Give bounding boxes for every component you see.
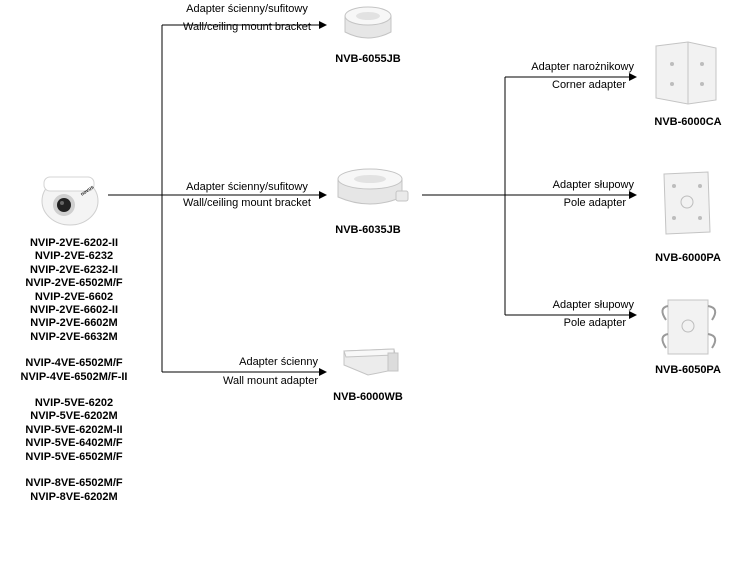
camera-model-item: NVIP-5VE-6202 xyxy=(34,397,114,410)
dome-camera-image: novus xyxy=(41,176,99,226)
camera-model-item: NVIP-4VE-6502M/F-II xyxy=(20,370,128,383)
node-wb: NVB-6000WB xyxy=(333,391,403,403)
camera-model-item: NVIP-2VE-6602 xyxy=(34,290,114,303)
camera-model-item: NVIP-2VE-6232 xyxy=(34,250,114,263)
junction-box-6055jb-image xyxy=(344,6,392,39)
camera-model-item: NVIP-2VE-6632M xyxy=(30,330,118,343)
wall-mount-6000wb-image xyxy=(343,348,399,376)
edge-label-pa50-en: Pole adapter xyxy=(563,317,626,329)
edge-label-jb55-pl: Adapter ścienny/sufitowy xyxy=(186,3,308,15)
pole-adapter-6000pa-image xyxy=(663,171,711,235)
model-group-gap xyxy=(8,464,140,477)
camera-model-item: NVIP-5VE-6202M xyxy=(30,410,118,423)
edge-label-wb-en: Wall mount adapter xyxy=(223,375,318,387)
node-jb35: NVB-6035JB xyxy=(335,224,401,236)
camera-model-item: NVIP-5VE-6402M/F xyxy=(25,437,123,450)
camera-model-item: NVIP-8VE-6502M/F xyxy=(25,477,123,490)
camera-model-item: NVIP-8VE-6202M xyxy=(30,490,118,503)
node-pa50: NVB-6050PA xyxy=(655,364,721,376)
junction-box-6035jb-image xyxy=(337,168,409,205)
edge-label-pa-pl: Adapter słupowy xyxy=(552,179,634,191)
camera-model-item: NVIP-2VE-6602M xyxy=(30,317,118,330)
edge-label-wb-pl: Adapter ścienny xyxy=(239,356,318,368)
model-group-gap xyxy=(8,384,140,397)
edge-label-pa-en: Pole adapter xyxy=(563,197,626,209)
camera-model-item: NVIP-4VE-6502M/F xyxy=(25,357,123,370)
camera-model-item: NVIP-2VE-6202-II xyxy=(29,237,119,249)
camera-model-item: NVIP-5VE-6202M-II xyxy=(25,423,123,436)
edge-label-pa50-pl: Adapter słupowy xyxy=(552,299,634,311)
pole-adapter-6050pa-image xyxy=(661,299,717,355)
node-ca: NVB-6000CA xyxy=(654,116,722,128)
edge-label-jb35-pl: Adapter ścienny/sufitowy xyxy=(186,181,308,193)
model-group-gap xyxy=(8,344,140,357)
node-pa: NVB-6000PA xyxy=(655,252,721,264)
node-jb55: NVB-6055JB xyxy=(335,53,401,65)
edge-label-jb35-en: Wall/ceiling mount bracket xyxy=(183,197,311,209)
corner-adapter-6000ca-image xyxy=(655,41,717,105)
camera-model-item: NVIP-2VE-6602-II xyxy=(29,304,119,317)
edge-label-ca-en: Corner adapter xyxy=(552,79,626,91)
camera-model-item: NVIP-2VE-6232-II xyxy=(29,263,119,276)
camera-model-item: NVIP-5VE-6502M/F xyxy=(25,450,123,463)
edge-label-jb55-en: Wall/ceiling mount bracket xyxy=(183,21,311,33)
edge-label-ca-pl: Adapter narożnikowy xyxy=(531,61,634,73)
camera-model-item: NVIP-2VE-6502M/F xyxy=(25,277,123,290)
